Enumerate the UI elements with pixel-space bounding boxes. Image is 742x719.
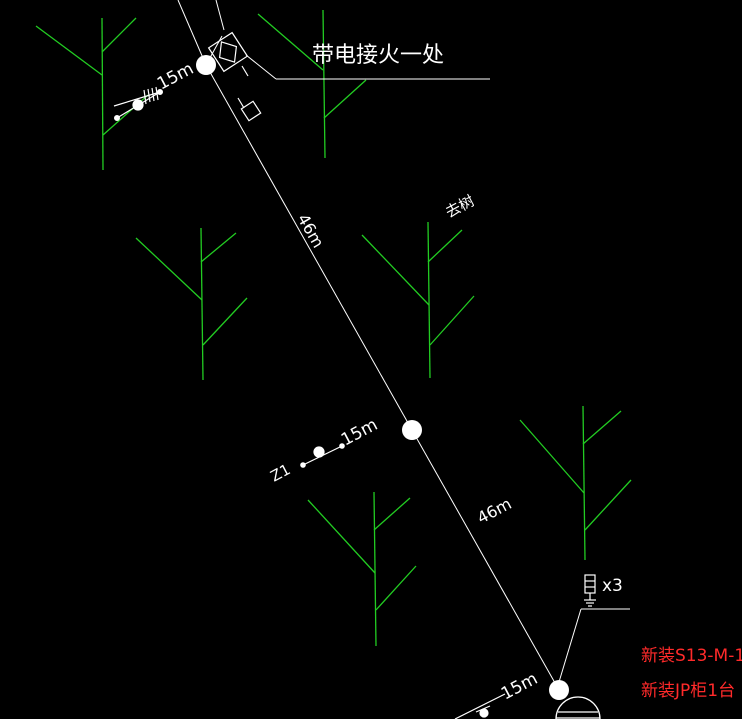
arrester-icon	[584, 574, 596, 607]
tree-symbol-icon	[307, 491, 417, 647]
stay-length-mid-label: 15m	[338, 415, 381, 451]
stay-length-bottom-label: 15m	[498, 669, 541, 705]
transformer-icon	[555, 696, 601, 719]
fuse-box-icon	[237, 97, 262, 122]
pole-circle-icon	[549, 680, 569, 700]
tree-symbol-icon	[257, 9, 367, 159]
pole-circle-icon	[402, 420, 422, 440]
switch-diamond-icon	[207, 31, 249, 77]
tree-symbol-icon	[361, 221, 475, 379]
pole-circle-icon	[196, 55, 216, 75]
stay-wire-icon	[300, 443, 345, 468]
live-connection-label: 带电接火一处	[312, 43, 444, 68]
power-line	[177, 0, 560, 691]
new-jp-cabinet-label: 新装JP柜1台	[641, 681, 735, 701]
tree-symbol-icon	[519, 405, 632, 561]
stay-id-label: Z1	[267, 460, 293, 485]
transformer-leader	[558, 608, 630, 683]
span-length-upper-label: 46m	[294, 211, 328, 252]
stay-length-top-label: 15m	[154, 59, 197, 95]
new-transformer-label: 新装S13-M-160	[641, 646, 742, 666]
span-length-lower-label: 46m	[474, 494, 515, 528]
tree-symbol-icon	[35, 17, 149, 171]
tree-symbol-icon	[135, 227, 248, 381]
tree-removal-label: 去树	[442, 192, 477, 222]
stay-wire-icon	[113, 86, 164, 121]
stay-wire-icon	[454, 693, 506, 719]
arrester-count-label: x3	[602, 576, 623, 596]
